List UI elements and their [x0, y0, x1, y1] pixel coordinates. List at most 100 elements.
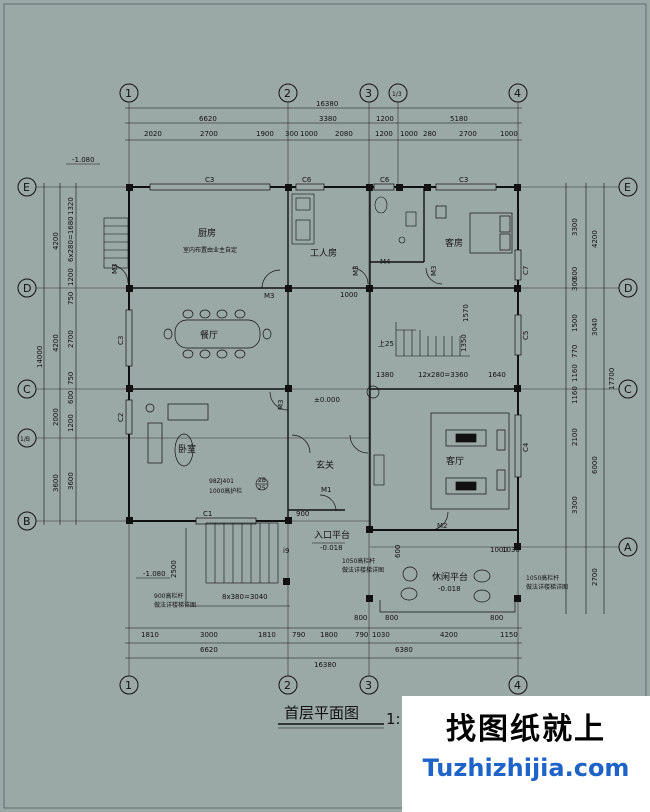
window-label-c6-a: C6	[302, 176, 312, 184]
dim-right-detail-9: 3300	[571, 496, 579, 514]
axis-label-3-bottom: 3	[365, 679, 372, 692]
axis-label-E-right: E	[624, 181, 631, 194]
room-label-bedroom: 卧室	[178, 443, 196, 455]
dim-inner-1570: 1570	[462, 304, 470, 322]
rail-note-1b: 做法详楼梯详图	[342, 566, 384, 574]
axis-label-3-top: 3	[365, 87, 372, 100]
dim-1000-1030-b: 1030	[502, 546, 520, 554]
dim-bottom-detail-7: 1030	[372, 631, 390, 639]
dim-600: 600	[394, 545, 402, 558]
drawing-scale: 1:	[386, 710, 401, 728]
living-room-furniture	[430, 412, 510, 510]
dim-bottom-detail-5: 1800	[320, 631, 338, 639]
outside-level-bottom: -1.080	[143, 570, 166, 578]
dim-right-total: 17700	[608, 368, 616, 390]
axis-label-D-right: D	[624, 282, 632, 295]
axis-label-2-top: 2	[284, 87, 291, 100]
dim-top-detail-5: 1000	[300, 130, 318, 138]
bedroom-furniture	[145, 403, 209, 467]
dim-bottom-detail-3: 1810	[258, 631, 276, 639]
dining-table	[163, 309, 272, 359]
dim-left-mid-4: 3600	[52, 474, 60, 492]
servant-room-fixtures	[291, 193, 315, 245]
dim-bottom-detail-1: 1810	[141, 631, 159, 639]
room-label-foyer: 玄关	[316, 459, 334, 471]
right-dimension-lines	[565, 183, 605, 614]
dim-left-detail-3: 1200	[67, 268, 75, 286]
entrance-level: -0.018	[320, 544, 343, 552]
top-dimension-lines	[125, 107, 522, 141]
railing-ref-1: 2B	[258, 477, 266, 484]
dim-top-mid-2: 3380	[319, 115, 337, 123]
axis-label-D-left: D	[23, 282, 31, 295]
guest-bed	[435, 205, 513, 254]
slope-mark: i9	[283, 547, 289, 555]
dim-inner-stairs: 12x280=3360	[418, 371, 468, 379]
dim-right-detail-3: 300	[571, 278, 579, 291]
dim-top-detail-11: 2700	[459, 130, 477, 138]
dim-800-b: 800	[385, 614, 398, 622]
railing-spec: 1000高护栏	[209, 487, 242, 495]
window-label-c5: C5	[522, 331, 530, 340]
axis-label-1B-left: 1/B	[20, 436, 30, 443]
axis-label-1-top: 1	[125, 87, 132, 100]
dim-800-c: 800	[490, 614, 503, 622]
dim-right-mid-3: 6000	[591, 456, 599, 474]
dim-stair-run: 8x380=3040	[222, 593, 268, 601]
dim-bottom-detail-4: 790	[292, 631, 305, 639]
dim-inner-1640: 1640	[488, 371, 506, 379]
axis-label-A-right: A	[624, 541, 632, 554]
dim-right-detail-4: 1500	[571, 314, 579, 332]
dim-left-mid-3: 2000	[52, 408, 60, 426]
watermark-brand-url: Tuzhizhijia.com	[422, 754, 630, 782]
leisure-level: -0.018	[438, 585, 461, 593]
left-axis-bubbles	[17, 177, 638, 557]
watermark-brand-box: 找图纸就上 Tuzhizhijia.com	[402, 696, 650, 812]
axis-label-E-left: E	[23, 181, 30, 194]
dim-top-mid-1: 6620	[199, 115, 217, 123]
room-label-dining: 餐厅	[200, 329, 218, 341]
dim-bottom-total: 16380	[314, 661, 336, 669]
window-label-c3-kitchen: C3	[205, 176, 214, 184]
axis-label-B-left: B	[23, 515, 31, 528]
rail-note-1: 1050高栏杆	[342, 557, 375, 565]
bottom-dimension-lines	[125, 627, 522, 659]
door-label-m3-d: M3	[430, 266, 438, 277]
door-label-m3-a: M3	[111, 264, 119, 275]
dim-bottom-detail-2: 3000	[200, 631, 218, 639]
dim-left-detail-5: 2700	[67, 330, 75, 348]
outside-level-top: -1.080	[72, 156, 95, 164]
leisure-platform-label: 休闲平台	[432, 571, 468, 583]
dim-right-detail-6: 1160	[571, 364, 579, 382]
drawing-frame	[3, 3, 647, 809]
window-label-c7: C7	[522, 266, 530, 275]
leisure-furniture	[379, 566, 516, 613]
dim-left-detail-6: 750	[67, 372, 75, 385]
stair-dn-label: 上25	[378, 339, 394, 348]
room-note-kitchen: 室内布置由业主自定	[183, 246, 237, 254]
foyer-cabinet	[373, 454, 385, 486]
rail-note-3: 1050高栏杆	[526, 574, 559, 582]
railing-ref-2: 25	[258, 485, 266, 492]
dim-right-detail-1: 3300	[571, 218, 579, 236]
room-label-kitchen: 厨房	[198, 227, 216, 239]
dim-top-detail-12: 1000	[500, 130, 518, 138]
rail-note-2: 900高栏杆	[154, 592, 183, 600]
axis-label-C-right: C	[624, 383, 632, 396]
dim-left-detail-7: 600	[67, 391, 75, 404]
room-label-living: 客厅	[446, 455, 464, 467]
dim-1000-1030-a: 1000	[490, 546, 508, 554]
dim-800-a: 800	[354, 614, 367, 622]
axis-label-4-bottom: 4	[514, 679, 521, 692]
dim-top-total: 16380	[316, 100, 338, 108]
door-label-m3-c: M3	[352, 266, 360, 277]
dim-left-detail-1: 1320	[67, 197, 75, 215]
dim-inner-1000: 1000	[340, 291, 358, 299]
door-label-m3-b: M3	[264, 292, 275, 300]
room-label-servant: 工人房	[310, 247, 337, 259]
window-openings	[125, 183, 522, 525]
axis-label-1-3-top: 1/3	[392, 91, 402, 98]
dim-900: 900	[296, 510, 309, 518]
